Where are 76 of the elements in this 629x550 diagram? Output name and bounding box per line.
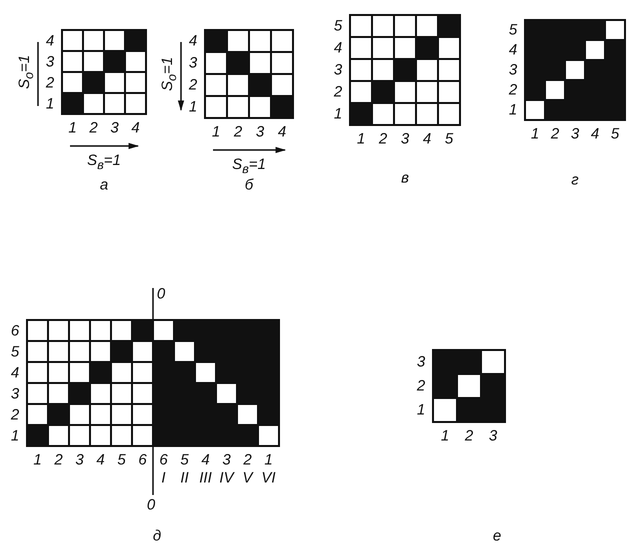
axis-label: 0 — [146, 498, 156, 512]
row-number: 2 — [416, 378, 426, 394]
column-number: 3 — [488, 428, 498, 444]
roman-numeral: V — [242, 470, 252, 486]
axis-label: 0 — [156, 286, 166, 302]
column-number: 2 — [234, 124, 242, 140]
roman-numeral: VI — [261, 470, 276, 486]
column-number: 5 — [444, 132, 454, 146]
column-number: 2 — [378, 132, 388, 146]
column-number: 3 — [222, 452, 231, 468]
column-number: 1 — [264, 452, 273, 468]
row-number: 2 — [334, 84, 342, 100]
column-number: 2 — [550, 126, 560, 142]
row-number: 3 — [10, 386, 20, 401]
column-number: 2 — [89, 120, 98, 136]
row-number: 3 — [46, 54, 54, 69]
column-number: 4 — [590, 126, 600, 142]
row-number: 1 — [508, 102, 518, 118]
column-number: 5 — [117, 452, 126, 468]
column-number: 1 — [440, 428, 450, 444]
roman-numeral: III — [199, 470, 212, 486]
row-number: 1 — [188, 100, 198, 114]
row-number: 2 — [508, 82, 518, 98]
column-number: 6 — [159, 452, 168, 468]
column-number: 4 — [422, 132, 432, 146]
row-number: 3 — [508, 62, 518, 78]
row-number: 1 — [10, 428, 20, 443]
column-number: 4 — [201, 452, 210, 468]
row-number: 2 — [46, 75, 54, 90]
roman-numeral: IV — [219, 470, 234, 486]
shift-label: S$_{в}$=1 — [232, 156, 266, 176]
row-number: 4 — [46, 33, 54, 48]
row-number: 1 — [416, 402, 426, 418]
column-number: 3 — [75, 452, 84, 468]
row-number: 2 — [10, 407, 20, 422]
column-number: 2 — [243, 452, 252, 468]
row-number: 5 — [10, 344, 20, 359]
row-number: 1 — [46, 96, 54, 111]
column-number: 5 — [180, 452, 189, 468]
shift-label: S$_{в}$=1 — [87, 152, 121, 172]
panel-letter: д — [152, 528, 162, 544]
row-number: 2 — [188, 78, 198, 92]
column-number: 2 — [54, 452, 63, 468]
column-number: 3 — [110, 120, 119, 136]
roman-numeral: I — [161, 470, 166, 486]
column-number: 2 — [464, 428, 474, 444]
column-number: 1 — [68, 120, 77, 136]
row-number: 3 — [416, 354, 426, 370]
column-number: 3 — [570, 126, 580, 142]
column-number: 4 — [278, 124, 286, 140]
panel-letter: г — [571, 172, 579, 188]
column-number: 1 — [33, 452, 42, 468]
roman-numeral: II — [180, 470, 189, 486]
row-number: 3 — [188, 56, 198, 70]
column-number: 3 — [400, 132, 410, 146]
row-number: 1 — [334, 106, 342, 122]
row-number: 5 — [334, 18, 342, 34]
row-number: 6 — [10, 323, 20, 338]
row-number: 4 — [10, 365, 20, 380]
column-number: 5 — [610, 126, 620, 142]
column-number: 1 — [356, 132, 366, 146]
row-number: 4 — [188, 34, 198, 48]
panel-letter: е — [492, 528, 502, 544]
row-number: 4 — [508, 42, 518, 58]
column-number: 4 — [96, 452, 105, 468]
column-number: 4 — [131, 120, 140, 136]
column-number: 1 — [212, 124, 220, 140]
panel-letter: а — [100, 178, 108, 192]
column-number: 3 — [256, 124, 264, 140]
row-number: 3 — [334, 62, 342, 78]
panel-letter: б — [244, 178, 254, 192]
row-number: 5 — [508, 22, 518, 38]
column-number: 6 — [138, 452, 147, 468]
column-number: 1 — [530, 126, 540, 142]
row-number: 4 — [334, 40, 342, 56]
panel-letter: в — [401, 170, 409, 186]
